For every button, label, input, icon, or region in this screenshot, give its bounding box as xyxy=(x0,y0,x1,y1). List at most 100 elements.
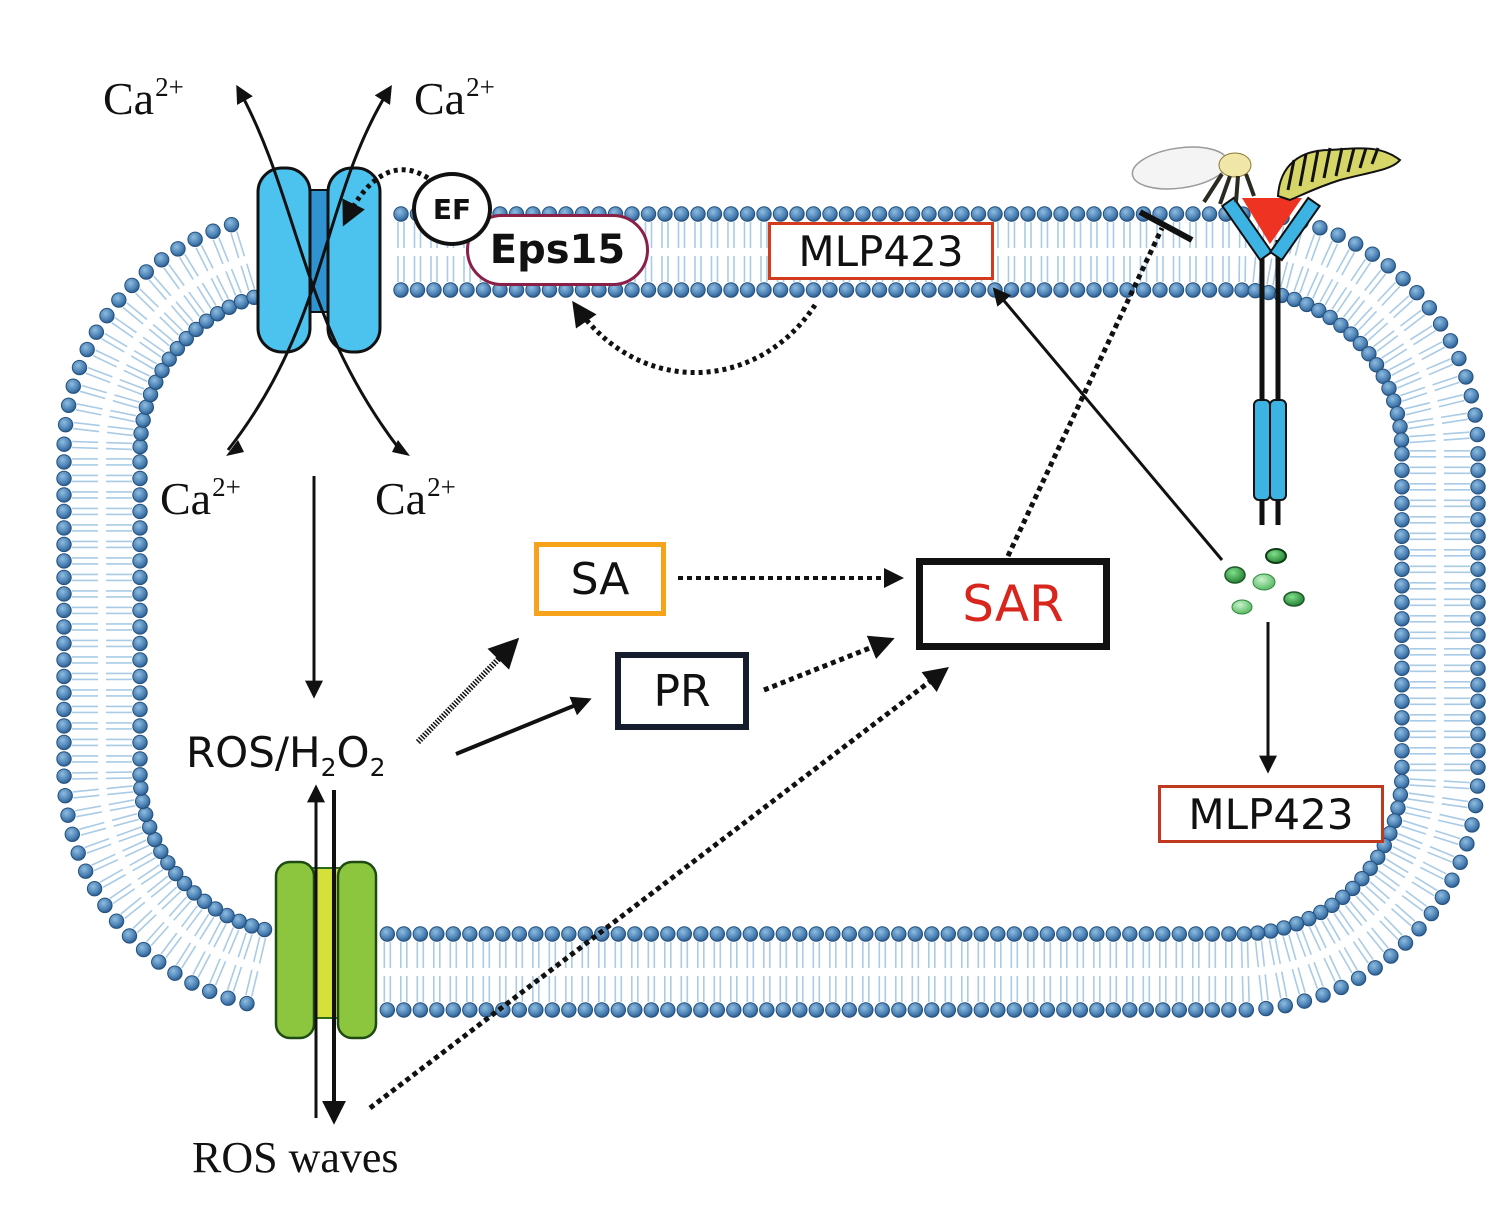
lipid-head xyxy=(1452,854,1468,871)
lipid-head xyxy=(56,436,72,452)
lipid-head xyxy=(660,926,676,942)
lipid-head xyxy=(1138,1002,1155,1018)
lipid-head xyxy=(739,282,756,298)
lipid-head xyxy=(957,926,973,942)
lipid-head xyxy=(610,1002,627,1018)
lipid-head xyxy=(756,282,772,298)
inhibition-bar xyxy=(1138,209,1194,243)
lipid-head xyxy=(135,412,151,428)
lipid-tail xyxy=(1410,648,1470,656)
lipid-head xyxy=(1421,300,1438,316)
lipid-tail xyxy=(1410,681,1470,689)
lipid-head xyxy=(70,845,86,861)
lipid-head xyxy=(1394,644,1410,660)
lipid-head xyxy=(57,416,74,433)
lipid-head xyxy=(805,282,822,298)
lipid-head xyxy=(1354,871,1370,887)
lipid-head xyxy=(239,995,255,1012)
lipid-head xyxy=(135,941,152,958)
lipid-tail xyxy=(1407,792,1469,809)
lipid-tail xyxy=(499,942,507,1002)
lipid-head xyxy=(990,1002,1006,1018)
lipid-head xyxy=(775,1002,792,1018)
lipid-head xyxy=(594,1002,610,1018)
eps15-label: Eps15 xyxy=(489,227,626,273)
lipid-head xyxy=(1105,926,1122,942)
lipid-head xyxy=(528,926,544,942)
ros-channel xyxy=(274,860,378,1040)
lipid-head xyxy=(56,602,72,619)
lipid-head xyxy=(56,553,72,569)
lipid-head xyxy=(459,282,475,298)
lipid-head xyxy=(132,602,148,619)
lipid-head xyxy=(1380,258,1396,274)
lipid-tail xyxy=(1024,222,1032,282)
lipid-head xyxy=(1470,446,1486,462)
lipid-head xyxy=(924,1002,940,1018)
lipid-tail xyxy=(1268,938,1288,999)
lipid-tail xyxy=(1295,929,1324,989)
lipid-tail xyxy=(1073,222,1082,282)
lipid-tail xyxy=(148,275,194,326)
lipid-head xyxy=(1370,849,1386,865)
lipid-tail xyxy=(72,623,132,631)
lipid-head xyxy=(1394,710,1410,726)
lipid-tail xyxy=(1076,942,1085,1002)
lipid-head xyxy=(660,1002,676,1018)
lipid-head xyxy=(888,206,904,222)
lipid-head xyxy=(676,926,693,942)
lipid-head xyxy=(937,206,954,222)
lipid-head xyxy=(756,206,772,222)
lipid-head xyxy=(1072,926,1089,942)
lipid-tail xyxy=(1222,222,1230,282)
lipid-head xyxy=(1459,836,1475,852)
lipid-tail xyxy=(1353,281,1401,331)
lipid-head xyxy=(1470,462,1486,479)
lipid-tail xyxy=(72,557,132,565)
lipid-head xyxy=(1367,960,1383,976)
lipid-tail xyxy=(1306,240,1339,299)
lipid-head xyxy=(1343,326,1359,342)
lipid-tail xyxy=(1404,806,1466,827)
lipid-tail xyxy=(1374,870,1428,912)
lipid-head xyxy=(64,826,81,843)
lipid-tail xyxy=(647,942,656,1002)
lipid-head xyxy=(478,926,495,942)
lipid-tail xyxy=(397,222,405,282)
mlp423-cytoplasm-node: MLP423 xyxy=(1158,785,1384,843)
mlp423-label: MLP423 xyxy=(1188,789,1354,839)
lipid-tail xyxy=(75,403,137,423)
lipid-head xyxy=(1312,220,1328,236)
lipid-tail xyxy=(71,771,133,780)
lipid-tail xyxy=(175,913,215,969)
lipid-tail xyxy=(416,942,425,1002)
lipid-head xyxy=(706,206,723,222)
lipid-head xyxy=(1394,578,1410,594)
lipid-head xyxy=(643,926,660,942)
lipid-tail xyxy=(79,384,140,409)
lipid-head xyxy=(1238,1002,1255,1018)
lipid-tail xyxy=(1106,222,1115,282)
lipid-head xyxy=(1036,282,1053,298)
lipid-tail xyxy=(178,253,217,309)
lipid-head xyxy=(207,901,224,917)
lipid-head xyxy=(924,926,940,942)
lipid-head xyxy=(841,926,858,942)
lipid-head xyxy=(1393,432,1410,448)
lipid-head xyxy=(627,1002,643,1018)
lipid-head xyxy=(1392,787,1409,803)
lipid-head xyxy=(640,282,657,298)
whitefly-icon xyxy=(1131,146,1256,205)
ca-label-base: Ca xyxy=(103,73,155,124)
ros-h2o2-subscript: 2 xyxy=(320,753,337,782)
lipid-head xyxy=(196,893,213,910)
lipid-tail xyxy=(101,332,158,370)
lipid-tail xyxy=(1060,942,1068,1002)
lipid-tail xyxy=(961,942,969,1002)
lipid-tail xyxy=(400,942,408,1002)
lipid-head xyxy=(1394,726,1410,743)
lipid-head xyxy=(219,907,235,924)
lipid-head xyxy=(132,767,148,783)
lipid-head xyxy=(1155,1002,1171,1018)
lipid-head xyxy=(1394,759,1410,776)
